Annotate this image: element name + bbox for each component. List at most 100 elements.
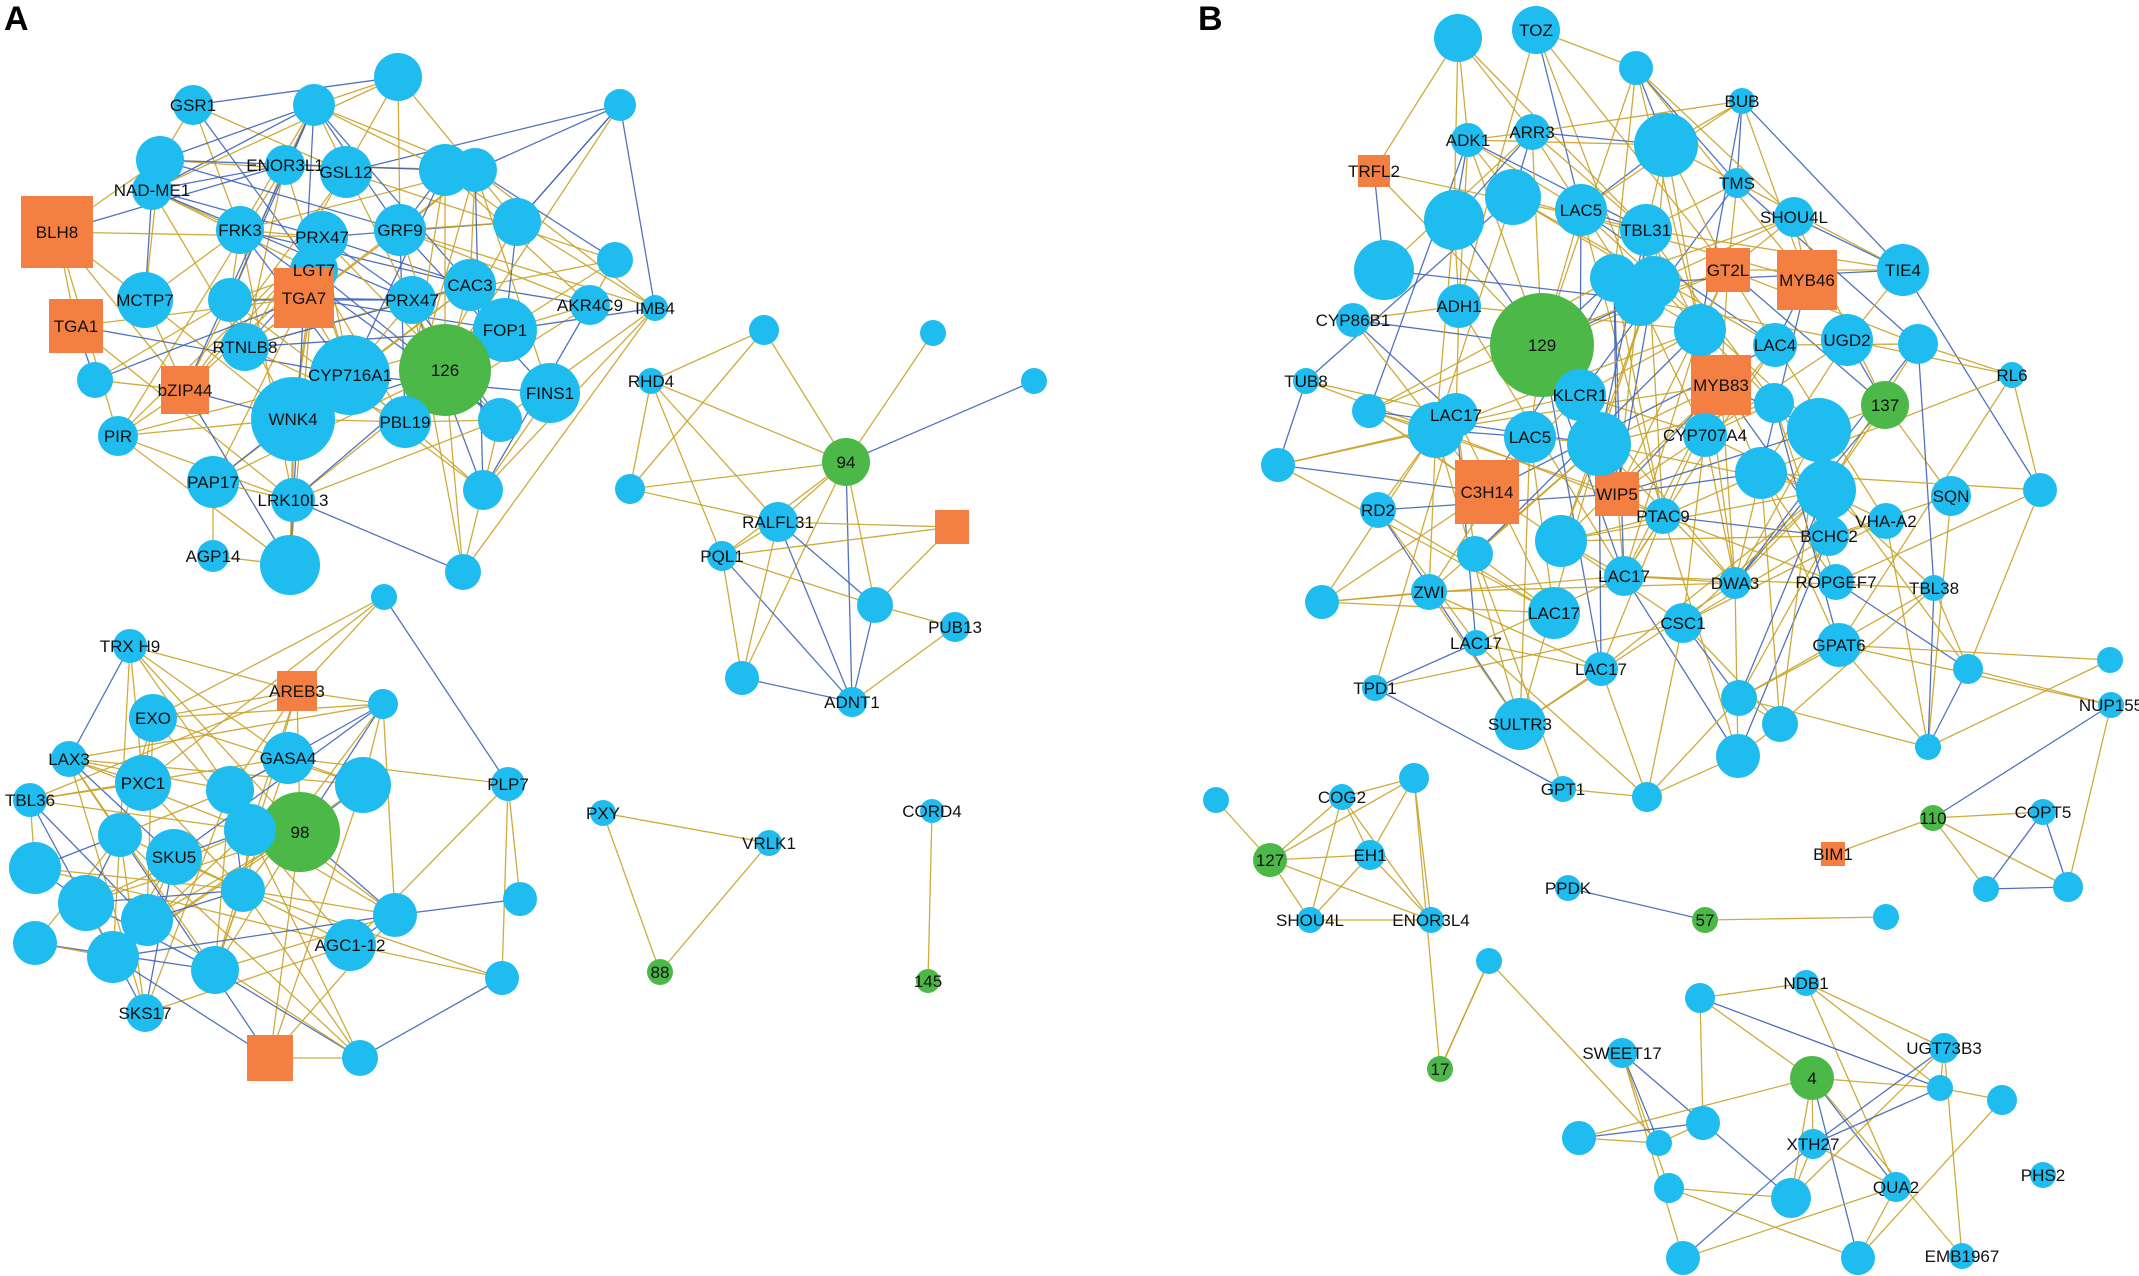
gene-node — [1437, 284, 1481, 328]
gene-node — [1418, 907, 1444, 933]
gene-node — [1476, 948, 1502, 974]
gene-node — [1774, 197, 1814, 237]
network-edge — [1682, 1143, 1814, 1259]
gene-node — [1424, 190, 1484, 250]
gene-node — [260, 535, 320, 595]
gene-node — [1973, 876, 1999, 902]
network-edge — [1805, 982, 1941, 1089]
node-label: LAC17 — [1430, 406, 1482, 425]
network-edge — [1738, 535, 1830, 699]
gene-node — [1352, 394, 1386, 428]
gene-node — [265, 145, 305, 185]
gene-node — [1654, 1173, 1684, 1203]
node-label: TOZ — [1519, 21, 1553, 40]
node-label: TBL38 — [1909, 579, 1959, 598]
node-label: UGD2 — [1823, 331, 1870, 350]
node-label: COPT5 — [2015, 803, 2072, 822]
node-label: 129 — [1528, 336, 1556, 355]
network-edge — [1885, 520, 1929, 748]
gene-node — [1798, 1129, 1828, 1159]
network-edge — [1646, 622, 1684, 798]
gene-node — [1931, 476, 1971, 516]
network-edge — [1646, 697, 1740, 798]
network-edge — [1727, 269, 1886, 406]
network-edge — [650, 329, 765, 382]
gene-node — [920, 799, 944, 823]
gene-node — [293, 84, 335, 126]
gene-node — [1434, 14, 1482, 62]
network-edge — [629, 329, 765, 490]
gene-node — [1683, 413, 1727, 457]
network-edge — [75, 325, 351, 376]
network-edge — [1812, 1047, 1945, 1145]
network-edge — [117, 164, 286, 437]
node-label: TGA7 — [282, 289, 326, 308]
network-edge — [1811, 1077, 1963, 1257]
network-edge — [1790, 1047, 1945, 1199]
node-label: SWEET17 — [1582, 1044, 1661, 1063]
network-edge — [1967, 489, 2041, 670]
gene-node — [1634, 113, 1698, 177]
gene-node — [1614, 274, 1666, 326]
network-edge — [345, 171, 616, 261]
network-edge — [721, 555, 743, 679]
network-edge — [721, 555, 876, 606]
gene-node — [374, 53, 422, 101]
gene-node — [2030, 1162, 2056, 1188]
network-edge — [142, 596, 385, 784]
network-edge — [1535, 29, 1729, 271]
network-edge — [1967, 668, 2112, 706]
network-edge — [1269, 777, 1415, 861]
network-edge — [1662, 515, 1837, 583]
network-edge — [1668, 1187, 1792, 1199]
node-label: BUB — [1725, 92, 1760, 111]
gene-node — [1607, 1038, 1637, 1068]
network-edge — [1927, 587, 1935, 748]
gene-node — [1336, 303, 1370, 337]
network-edge — [1927, 495, 1952, 748]
network-edge — [1682, 535, 1830, 624]
network-edge — [1578, 1122, 1704, 1139]
network-edge — [1639, 299, 1848, 341]
gene-node — [1868, 503, 1904, 539]
network-edge — [399, 229, 551, 394]
node-label: NAD-ME1 — [114, 181, 191, 200]
network-edge — [68, 703, 384, 760]
network-edge — [1857, 1099, 2003, 1259]
network-edge — [1519, 436, 1531, 725]
network-edge — [192, 76, 399, 106]
gene-node — [335, 757, 391, 813]
gene-node — [115, 755, 171, 811]
node-label: GSL12 — [320, 163, 373, 182]
network-edge — [239, 229, 471, 286]
network-edge — [1374, 687, 1564, 790]
node-label: ROPGEF7 — [1795, 573, 1876, 592]
gene-node — [1818, 564, 1854, 600]
gene-node — [58, 875, 114, 931]
network-edge — [507, 783, 521, 900]
gene-node — [707, 541, 737, 571]
network-edge — [845, 380, 1035, 463]
network-edge — [1467, 139, 1647, 231]
network-edge — [1519, 582, 1736, 725]
gene-node — [1584, 652, 1618, 686]
gene-node — [1762, 706, 1798, 742]
node-label: ENOR3L4 — [1392, 911, 1469, 930]
network-edge — [1985, 811, 2044, 890]
gene-node — [590, 800, 616, 826]
node-label: 127 — [1256, 851, 1284, 870]
node-label: RL6 — [1996, 366, 2027, 385]
node-label: GPAT6 — [1812, 636, 1865, 655]
node-label: RHD4 — [628, 372, 674, 391]
network-edge — [1812, 1143, 1897, 1188]
network-edge — [741, 461, 847, 679]
node-label: TRX H9 — [100, 637, 160, 656]
node-label: PQL1 — [700, 547, 743, 566]
gene-node — [485, 961, 519, 995]
network-edge — [1704, 434, 1887, 522]
circrna-node — [1861, 381, 1909, 429]
gene-node — [1451, 123, 1485, 157]
network-edge — [1475, 642, 1602, 670]
gene-node — [1555, 875, 1581, 901]
gene-node — [1604, 556, 1644, 596]
